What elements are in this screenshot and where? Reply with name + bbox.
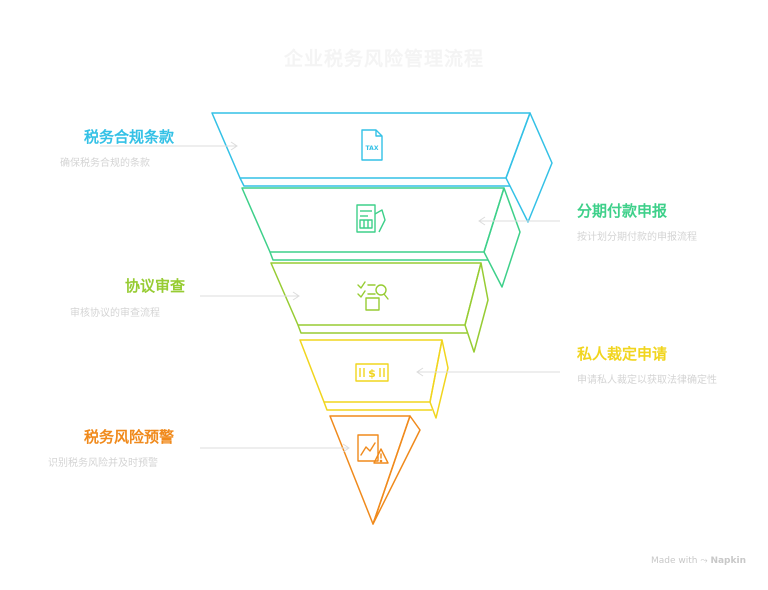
funnel-stage-2-front (241, 187, 505, 253)
funnel-stage-5 (329, 415, 421, 525)
napkin-logo-icon: ⤳ (700, 556, 708, 566)
page-title: 企业税务风险管理流程 (283, 48, 484, 70)
funnel-stage-4-side (429, 339, 449, 419)
stage-label-private-ruling: 私人裁定申请 (577, 345, 668, 363)
funnel-stage-2-side (483, 187, 521, 288)
connector-stage-2 (478, 216, 560, 226)
chart-warning-icon (357, 434, 389, 464)
stage-label-tax-compliance: 税务合规条款 (84, 128, 175, 146)
connector-stage-3 (200, 291, 300, 301)
stage-label-installment-filing: 分期付款申报 (577, 202, 668, 220)
funnel-stage-3-bottom (297, 324, 467, 334)
funnel-stage-3-side (464, 262, 489, 353)
funnel-stage-2-bottom (269, 251, 488, 261)
svg-text:$: $ (368, 367, 376, 380)
funnel-stage-4-bottom (323, 401, 432, 411)
stage-desc-private-ruling: 申请私人裁定以获取法律确定性 (577, 375, 717, 386)
stage-label-agreement-review: 协议审查 (125, 277, 186, 295)
funnel-stage-1-bottom (239, 177, 510, 187)
tax-icon-text: TAX (366, 145, 379, 152)
funnel-stage-5-side (372, 415, 421, 525)
calculator-form-icon (356, 204, 386, 233)
stage-desc-tax-compliance: 确保税务合规的条款 (60, 158, 150, 169)
connector-stage-1 (100, 141, 238, 151)
funnel-stage-5-front (329, 415, 411, 525)
funnel-stage-1 (211, 112, 553, 223)
connector-stage-5 (200, 443, 350, 453)
stage-desc-tax-risk-warning: 识别税务风险并及时预警 (48, 458, 158, 469)
stage-desc-installment-filing: 按计划分期付款的申报流程 (577, 232, 697, 243)
stage-label-tax-risk-warning: 税务风险预警 (84, 428, 175, 446)
credit-brand: Napkin (710, 556, 746, 566)
funnel-stage-3 (270, 262, 489, 353)
stage-desc-agreement-review: 审核协议的审查流程 (70, 308, 160, 319)
money-bill-icon: $ (355, 363, 389, 382)
credit-prefix: Made with (651, 556, 698, 566)
funnel-stage-3-front (270, 262, 482, 326)
connector-stage-4 (416, 367, 560, 377)
funnel-stage-4 (299, 339, 449, 419)
tax-document-icon: TAX (361, 129, 383, 161)
funnel-stage-2 (241, 187, 521, 288)
funnel-stage-1-side (505, 112, 553, 223)
checklist-review-icon (357, 281, 389, 311)
made-with-napkin-credit: Made with ⤳ Napkin (651, 556, 746, 566)
